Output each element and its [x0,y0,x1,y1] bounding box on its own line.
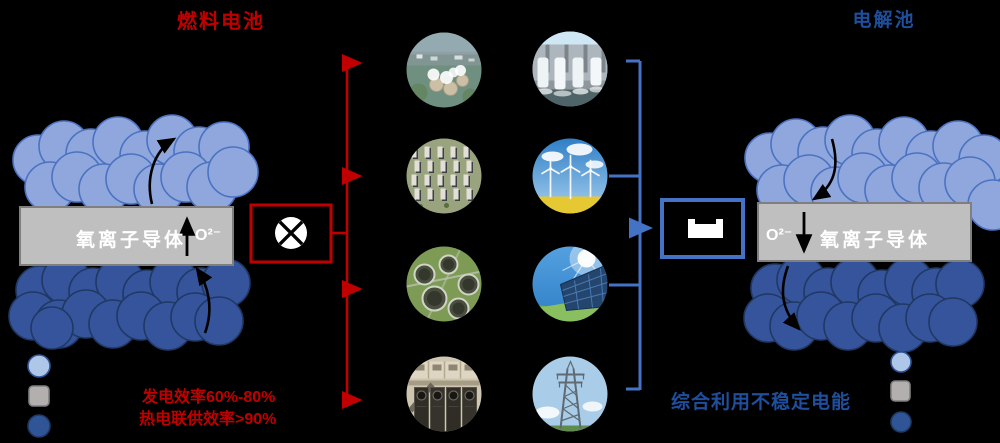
legend-air-electrode-swatch [27,354,51,378]
photo-coal-power-plant-aerial [406,32,482,108]
fuel-cell-air-electrode [12,114,259,215]
electrolysis-air-electrode [744,114,1000,231]
photo-solar-panels [532,246,608,322]
lamp-load-symbol [249,203,333,264]
red-output-bracket [331,53,363,410]
photo-transmission-tower [532,356,608,432]
fuel-cell-ion-flow-arrows [148,137,213,334]
blue-input-bracket [609,59,653,391]
power-source-symbol [660,198,745,259]
photo-wind-turbines [532,138,608,214]
photo-industrial-facility [406,356,482,432]
electrolysis-title: 电解池 [852,10,916,31]
fuel-cell-title: 燃料电池 [177,11,265,33]
electrolysis-electrolyte-bar [757,202,972,262]
fuel-cell-fuel-electrode [8,255,251,351]
legend-right [890,351,912,433]
legend-electrolyte-swatch [28,385,50,407]
photo-wastewater-treatment-plant [406,246,482,322]
photo-hydroelectric-dam [532,31,608,107]
electrolysis-ion-flow-arrows [781,138,837,331]
unstable-power-utilization-note: 综合利用不稳定电能 [671,392,852,413]
legend-fuel-electrode-swatch [890,411,912,433]
oxygen-ion-label-right: O²⁻ [766,227,793,244]
legend-fuel-electrode-swatch [27,414,51,438]
legend-left [27,354,51,438]
legend-air-electrode-swatch [890,351,912,373]
chp-efficiency-note: 热电联供效率>90% [139,411,277,428]
generation-efficiency-note: 发电效率60%-80% [142,389,276,406]
electrolysis-fuel-electrode [743,255,985,353]
electrolyte-label-right: 氧离子导体 [820,230,931,251]
electrolyte-label-left: 氧离子导体 [76,230,187,251]
fuel-cell-electrolyte-bar [19,206,234,266]
photo-residential-district-aerial [406,138,482,214]
legend-electrolyte-swatch [890,380,911,402]
oxygen-ion-label-left: O²⁻ [195,227,222,244]
